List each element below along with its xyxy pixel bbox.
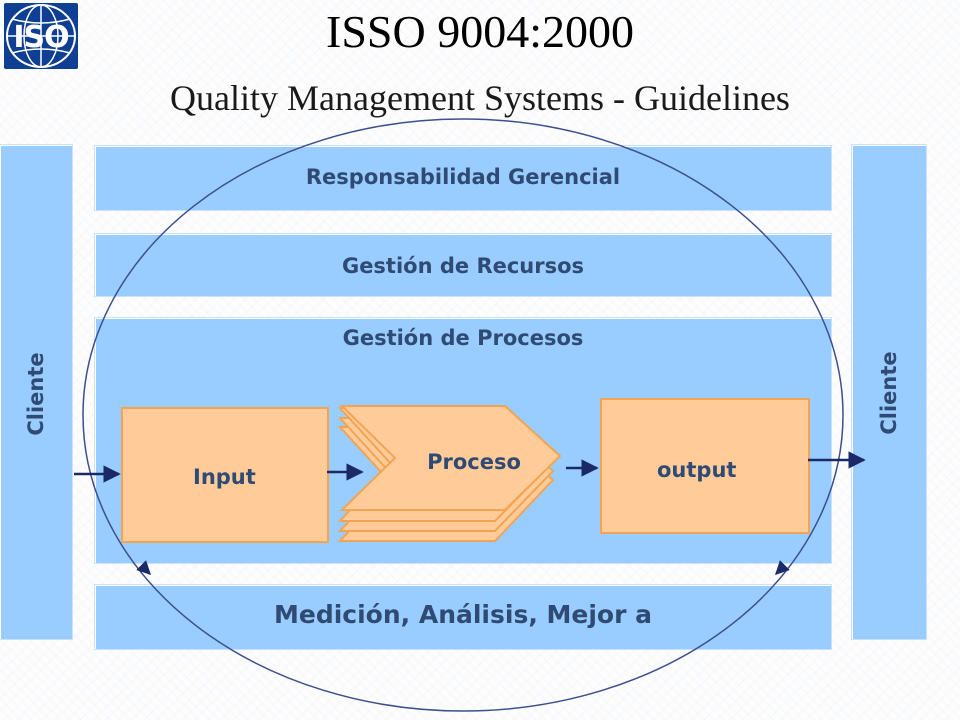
management-bar: Responsabilidad Gerencial [95, 146, 831, 210]
cycle-arrow-right-icon [775, 560, 790, 575]
output-box: output [600, 398, 810, 534]
left-client-panel: Cliente [0, 145, 72, 639]
cycle-arrow-left-icon [136, 560, 151, 575]
iso-logo: ISO [4, 3, 78, 69]
cycle-ellipse [82, 118, 844, 712]
input-label: Input [193, 465, 256, 489]
management-bar-label: Responsabilidad Gerencial [305, 165, 621, 189]
measurement-bar: Medición, Análisis, Mejor a [95, 585, 831, 649]
measurement-bar-label: Medición, Análisis, Mejor a [273, 600, 653, 629]
resources-bar: Gestión de Recursos [95, 234, 831, 296]
globe-icon [6, 4, 76, 68]
process-area-title: Gestión de Procesos [342, 326, 584, 350]
input-box: Input [121, 407, 329, 543]
process-chevron-front [339, 405, 562, 511]
right-client-panel: Cliente [852, 145, 926, 639]
process-label: Proceso [427, 450, 521, 474]
resources-bar-label: Gestión de Recursos [341, 254, 585, 278]
page-subtitle: Quality Management Systems - Guidelines [170, 78, 790, 118]
output-label: output [657, 458, 737, 482]
logo-text: ISO [13, 20, 69, 55]
process-chevrons [337, 405, 562, 542]
page-title: ISSO 9004:2000 [326, 6, 634, 57]
